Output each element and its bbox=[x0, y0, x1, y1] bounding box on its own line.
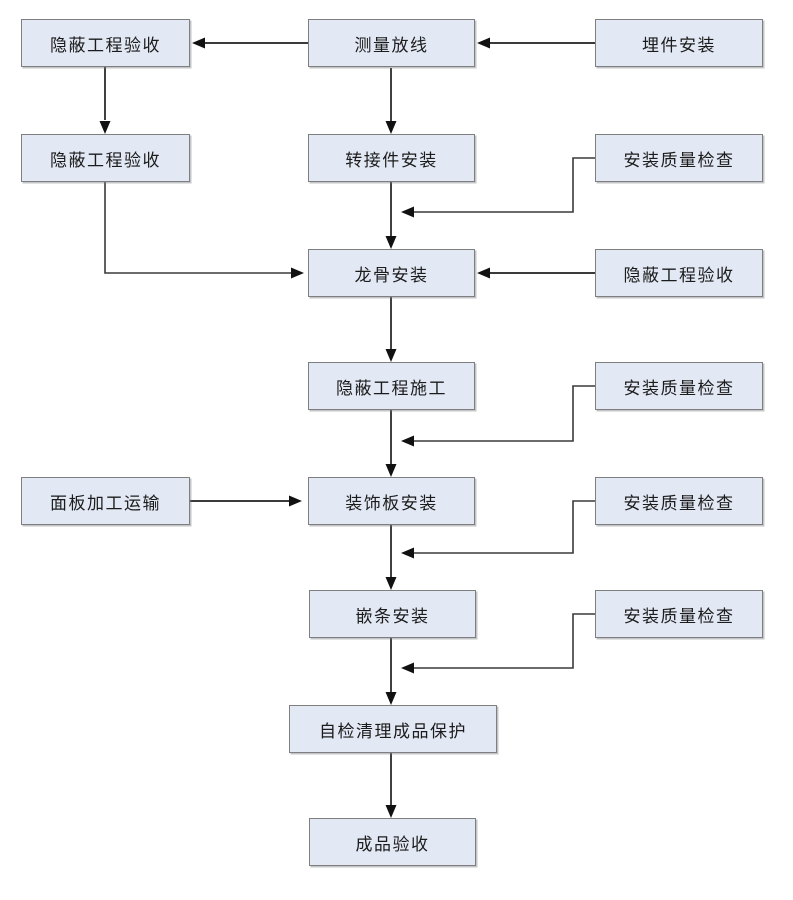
node-quality-check-4: 安装质量检查 bbox=[595, 590, 763, 638]
edge-quality3-join bbox=[414, 500, 595, 554]
arrowhead-down-icon bbox=[385, 236, 397, 249]
arrowhead-right-icon bbox=[289, 495, 302, 507]
arrowhead-down-icon bbox=[385, 349, 397, 362]
arrowhead-down-icon bbox=[385, 805, 397, 818]
arrowhead-down-icon bbox=[385, 121, 397, 134]
node-trim-install: 嵌条安装 bbox=[309, 590, 476, 638]
arrowhead-down-icon bbox=[385, 464, 397, 477]
arrowhead-right-icon bbox=[291, 267, 304, 279]
node-adapter-install: 转接件安装 bbox=[308, 134, 475, 182]
node-hidden-acceptance-left-2: 隐蔽工程验收 bbox=[21, 134, 190, 182]
node-hidden-acceptance-top-left: 隐蔽工程验收 bbox=[21, 19, 190, 67]
node-keel-install: 龙骨安装 bbox=[308, 249, 475, 297]
arrowhead-down-icon bbox=[385, 692, 397, 705]
node-quality-check-3: 安装质量检查 bbox=[595, 477, 763, 525]
arrowhead-left-icon bbox=[192, 37, 205, 49]
node-quality-check-1: 安装质量检查 bbox=[595, 134, 763, 182]
node-panel-transport: 面板加工运输 bbox=[21, 477, 190, 525]
node-hidden-acceptance-right: 隐蔽工程验收 bbox=[595, 249, 763, 297]
arrowhead-left-icon bbox=[401, 662, 414, 674]
node-self-check-protect: 自检清理成品保护 bbox=[289, 705, 497, 753]
arrowhead-left-icon bbox=[401, 547, 414, 559]
node-decor-panel-install: 装饰板安装 bbox=[308, 477, 475, 525]
edge-hidden2-to-keel bbox=[104, 182, 291, 274]
arrowhead-down-icon bbox=[99, 121, 111, 134]
arrowhead-left-icon bbox=[477, 267, 490, 279]
node-embed-install: 埋件安装 bbox=[595, 19, 763, 67]
edge-quality2-join bbox=[414, 385, 595, 442]
node-finished-acceptance: 成品验收 bbox=[309, 818, 476, 866]
arrowhead-down-icon bbox=[385, 577, 397, 590]
edge-quality1-join bbox=[414, 157, 595, 213]
node-hidden-construction: 隐蔽工程施工 bbox=[308, 362, 475, 410]
arrowhead-left-icon bbox=[401, 435, 414, 447]
arrowhead-left-icon bbox=[401, 206, 414, 218]
node-quality-check-2: 安装质量检查 bbox=[595, 362, 763, 410]
node-measure-layout: 测量放线 bbox=[308, 19, 475, 67]
arrowhead-left-icon bbox=[477, 37, 490, 49]
edge-quality4-join bbox=[414, 613, 595, 669]
